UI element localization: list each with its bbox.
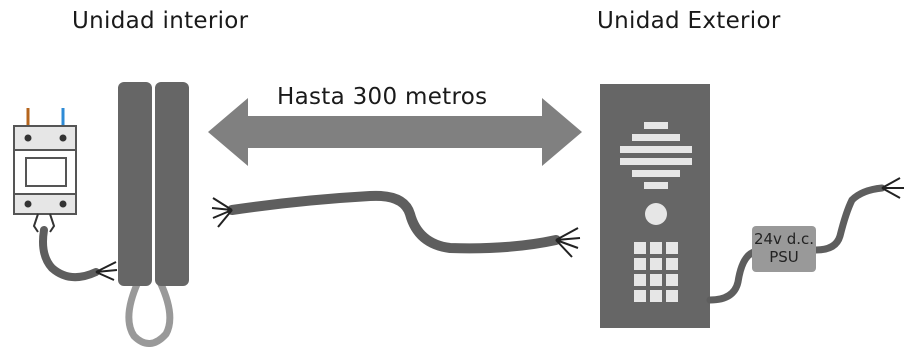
distance-label: Hasta 300 metros: [277, 84, 488, 110]
breaker-cable-wire-ends: [95, 261, 118, 281]
handset-cord: [125, 278, 174, 347]
connection-cable: [227, 190, 561, 254]
outdoor-panel: [600, 84, 710, 328]
indoor-unit-label: Unidad interior: [72, 8, 249, 34]
speaker-grille-icon: [620, 122, 692, 189]
psu-wire-ends: [881, 177, 904, 199]
cable-right-wire-ends: [555, 227, 581, 258]
psu-cable: [706, 184, 886, 304]
psu-voltage-label: 24v d.c.: [753, 230, 815, 248]
psu-box: [752, 226, 816, 272]
distance-arrow: [208, 98, 582, 166]
circuit-breaker-icon: [13, 108, 77, 233]
indoor-unit-base: [118, 82, 152, 286]
camera-icon: [645, 203, 667, 225]
outdoor-unit-label: Unidad Exterior: [597, 8, 781, 34]
indoor-unit-handset: [155, 82, 189, 286]
breaker-cable: [39, 226, 100, 282]
psu-name-label: PSU: [769, 248, 799, 266]
keypad-icon: [634, 242, 678, 302]
cable-left-wire-ends: [211, 197, 233, 228]
